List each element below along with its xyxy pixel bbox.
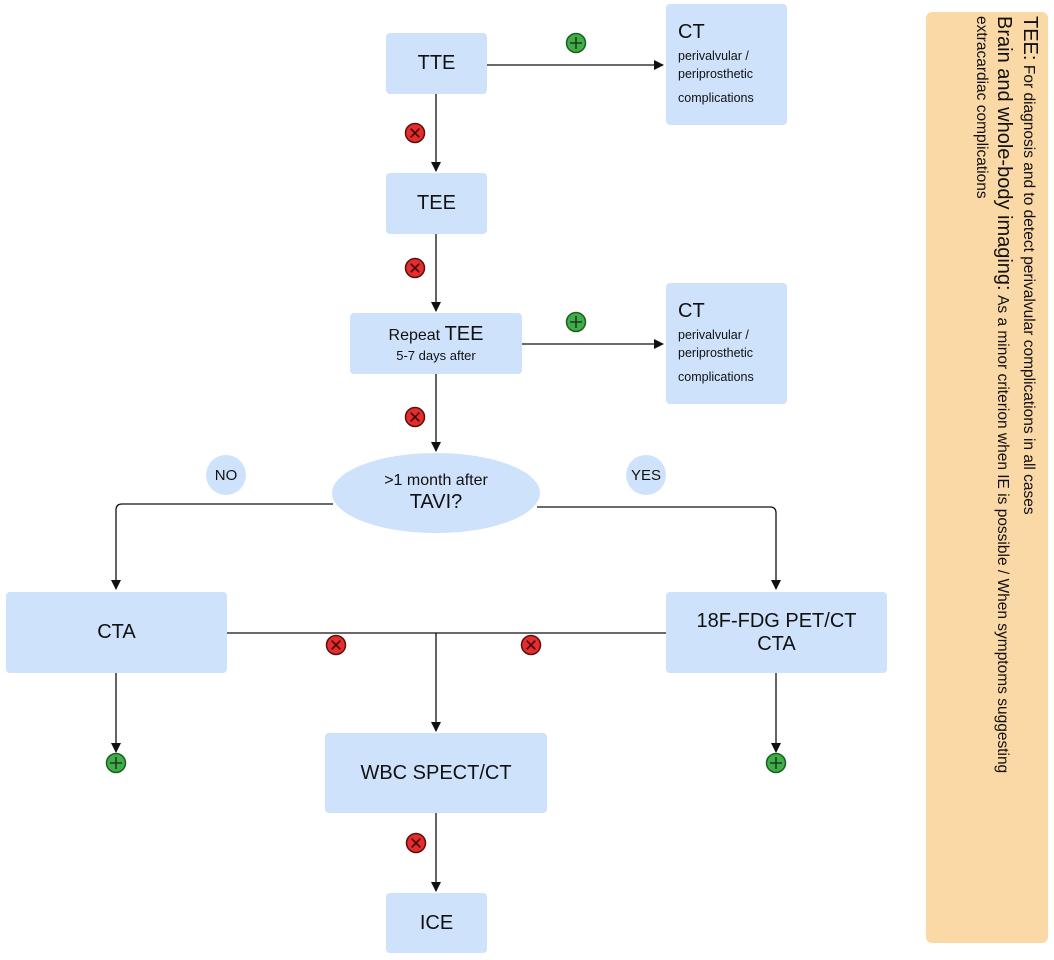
label-no: NO <box>206 455 246 495</box>
ct-subtitle: complications <box>678 91 754 105</box>
legend-value-cont: extracardiac complications <box>973 16 990 199</box>
legend-key: Brain and whole-body imaging: <box>993 16 1015 291</box>
arrow-decision-pet <box>537 506 781 590</box>
plus-circle-icon <box>765 752 787 774</box>
node-label: CTA <box>97 621 136 643</box>
legend-text: TEE: For diagnosis and to detect perival… <box>932 16 1042 936</box>
decision-line2: TAVI? <box>409 490 463 513</box>
legend-key: TEE: <box>1019 16 1041 61</box>
decision-line1: >1 month after <box>384 472 488 490</box>
plus-circle-icon <box>565 311 587 333</box>
repeat-line: Repeat TEE <box>389 323 484 346</box>
node-label: ICE <box>419 911 454 934</box>
node-label: 18F-FDG PET/CT <box>696 609 857 632</box>
ct-subtitle: perivalvular / <box>678 328 749 342</box>
x-circle-icon <box>404 122 426 144</box>
x-circle-icon <box>325 634 347 656</box>
repeat-prefix: Repeat <box>388 327 441 345</box>
label-yes: YES <box>626 455 666 495</box>
plus-circle-icon <box>105 752 127 774</box>
node-cta: CTA <box>6 592 227 673</box>
legend-value: For diagnosis and to detect perivalvular… <box>1020 64 1037 515</box>
plus-circle-icon <box>565 32 587 54</box>
x-circle-icon <box>405 832 427 854</box>
node-pet-ct: 18F-FDG PET/CT CTA <box>666 592 887 673</box>
legend-row-tee: TEE: For diagnosis and to detect perival… <box>1016 16 1042 936</box>
node-ct-middle: CT perivalvular / periprosthetic complic… <box>666 283 787 404</box>
node-wbc-spect: WBC SPECT/CT <box>325 733 547 813</box>
repeat-tee-label: TEE <box>444 323 484 346</box>
label-no-text: NO <box>214 466 238 484</box>
node-tee: TEE <box>386 173 487 234</box>
legend-row-imaging: Brain and whole-body imaging: As a minor… <box>990 16 1016 936</box>
ct-title: CT <box>678 21 705 43</box>
node-label: TTE <box>417 52 456 74</box>
x-circle-icon <box>520 634 542 656</box>
node-label: WBC SPECT/CT <box>360 761 512 784</box>
node-tte: TTE <box>386 33 487 94</box>
decision-tavi: >1 month after TAVI? <box>332 453 540 533</box>
repeat-subtitle: 5-7 days after <box>396 348 476 364</box>
ct-subtitle: complications <box>678 370 754 384</box>
legend-value: As a minor criterion when IE is possible… <box>994 295 1011 774</box>
ct-subtitle: periprosthetic <box>678 67 754 81</box>
node-ct-top: CT perivalvular / periprosthetic complic… <box>666 4 787 125</box>
label-yes-text: YES <box>630 466 661 484</box>
ct-title: CT <box>678 300 705 322</box>
x-circle-icon <box>404 257 426 279</box>
node-repeat-tee: Repeat TEE 5-7 days after <box>350 313 522 374</box>
x-circle-icon <box>404 406 426 428</box>
legend-panel: TEE: For diagnosis and to detect perival… <box>926 12 1048 943</box>
arrow-decision-cta <box>111 503 333 590</box>
node-label: TEE <box>417 192 456 214</box>
node-label: CTA <box>757 632 796 655</box>
ct-subtitle: perivalvular / <box>678 49 749 63</box>
node-ice: ICE <box>386 893 487 953</box>
ct-subtitle: periprosthetic <box>678 346 754 360</box>
